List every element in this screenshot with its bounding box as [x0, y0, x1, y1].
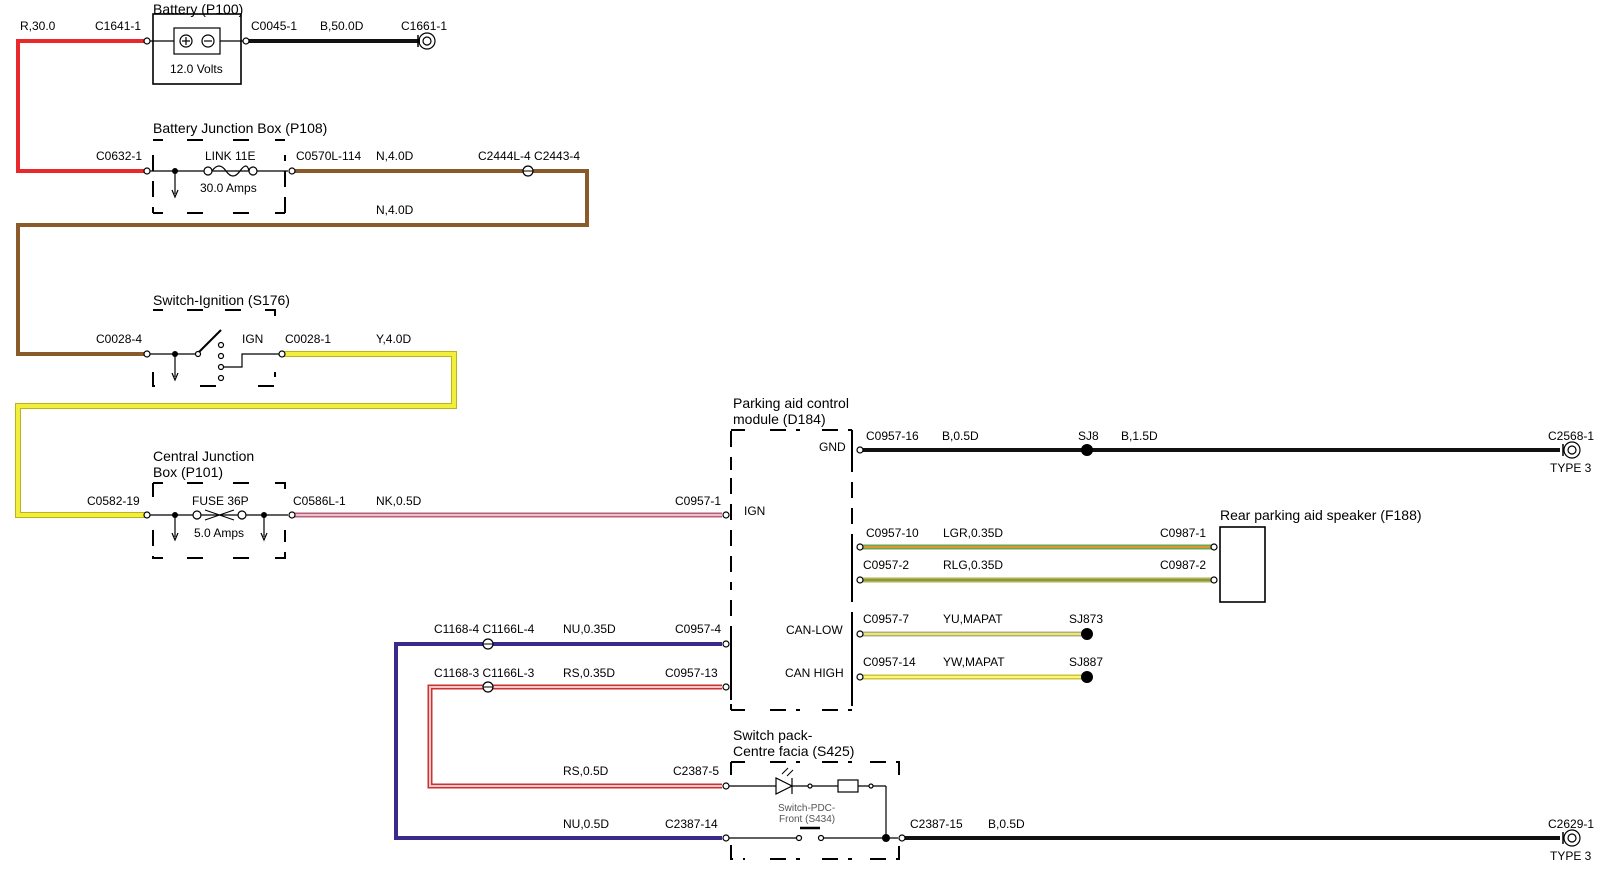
wire-nu05 — [394, 642, 722, 840]
wire-label-nu035: NU,0.35D — [563, 622, 616, 636]
splice-sj873 — [1081, 628, 1093, 640]
conn-c1168-4: C1168-4 C1166L-4 — [434, 622, 535, 636]
ground-c2629-icon — [1563, 829, 1581, 847]
conn-c1641: C1641-1 — [95, 19, 141, 33]
switchpack-box — [730, 761, 900, 860]
conn-c0957-16: C0957-16 — [866, 429, 919, 443]
conn-c0957-7: C0957-7 — [863, 612, 909, 626]
ignition-switch-icon — [198, 329, 222, 353]
ignition-title: Switch-Ignition (S176) — [153, 292, 290, 308]
cjb-title-2: Box (P101) — [153, 464, 223, 480]
wire-yellow-4 — [16, 352, 456, 517]
led-icon — [775, 777, 794, 795]
wire-label-y4: Y,4.0D — [376, 332, 411, 346]
conn-c0987-2: C0987-2 — [1160, 558, 1206, 572]
ground-terminal-icon — [418, 32, 436, 50]
conn-c0957-13: C0957-13 — [665, 666, 718, 680]
conn-c2629: C2629-1 — [1548, 817, 1594, 831]
splice-sj887-label: SJ887 — [1069, 655, 1103, 669]
wire-label-b50: B,50.0D — [320, 19, 364, 33]
link-fuse-icon — [211, 165, 250, 177]
splice-sj873-label: SJ873 — [1069, 612, 1103, 626]
wire-label-lgr: LGR,0.35D — [943, 526, 1003, 540]
pacm-title-1: Parking aid control — [733, 395, 849, 411]
wire-label-b15: B,1.5D — [1121, 429, 1158, 443]
conn-c0987-1: C0987-1 — [1160, 526, 1206, 540]
conn-c0582: C0582-19 — [87, 494, 140, 508]
conn-c0957-2: C0957-2 — [863, 558, 909, 572]
wire-label-n4a: N,4.0D — [376, 149, 414, 163]
ignition-pos: IGN — [242, 332, 263, 346]
speaker-box — [1219, 526, 1266, 603]
battery-title: Battery (P100) — [153, 1, 243, 17]
conn-c0028-4: C0028-4 — [96, 332, 142, 346]
wire-brown-4b — [16, 169, 589, 356]
pacm-gnd: GND — [819, 440, 846, 454]
ground-c2568-icon — [1563, 441, 1581, 459]
splice-sj887 — [1081, 671, 1093, 683]
bjb-box — [152, 139, 286, 214]
conn-c0957-10: C0957-10 — [866, 526, 919, 540]
wire-red-30 — [16, 39, 145, 173]
cjb-box — [152, 482, 286, 559]
pacm-can-low: CAN-LOW — [786, 623, 843, 637]
wire-yellow-4-outline — [15, 351, 457, 518]
speaker-title: Rear parking aid speaker (F188) — [1220, 507, 1422, 523]
conn-c0028-1: C0028-1 — [285, 332, 331, 346]
pacm-ign: IGN — [744, 504, 765, 518]
conn-c2387-5: C2387-5 — [673, 764, 719, 778]
wire-label-b05a: B,0.5D — [942, 429, 979, 443]
wire-label-b05b: B,0.5D — [988, 817, 1025, 831]
cjb-title-1: Central Junction — [153, 448, 254, 464]
pacm-title-2: module (D184) — [733, 411, 826, 427]
switchpack-title-2: Centre facia (S425) — [733, 743, 854, 759]
conn-c1661: C1661-1 — [401, 19, 447, 33]
bjb-rating: 30.0 Amps — [200, 181, 257, 195]
bjb-title: Battery Junction Box (P108) — [153, 120, 327, 136]
conn-type3b: TYPE 3 — [1550, 849, 1592, 863]
bjb-link: LINK 11E — [205, 149, 255, 163]
fuse-icon — [201, 509, 238, 521]
wire-label-rlg: RLG,0.35D — [943, 558, 1003, 572]
conn-type3a: TYPE 3 — [1550, 461, 1592, 475]
splice-sj8-label: SJ8 — [1078, 429, 1099, 443]
conn-c1168-3: C1168-3 C1166L-3 — [434, 666, 535, 680]
wire-label-n4b: N,4.0D — [376, 203, 414, 217]
wire-label-nk05: NK,0.5D — [376, 494, 422, 508]
battery-box — [152, 13, 242, 85]
resistor-icon — [837, 779, 859, 793]
ignition-box — [152, 309, 276, 387]
wire-label-yu: YU,MAPAT — [943, 612, 1003, 626]
conn-c0632: C0632-1 — [96, 149, 142, 163]
wire-label-rs035: RS,0.35D — [563, 666, 615, 680]
pacm-can-high: CAN HIGH — [785, 666, 844, 680]
wire-label-yw: YW,MAPAT — [943, 655, 1005, 669]
wire-label-nu05: NU,0.5D — [563, 817, 609, 831]
wire-rs05 — [429, 686, 722, 787]
wire-label-rs05: RS,0.5D — [563, 764, 609, 778]
conn-c2444: C2444L-4 C2443-4 — [478, 149, 580, 163]
splice-sj8 — [1081, 444, 1093, 456]
conn-c0570: C0570L-114 — [296, 149, 361, 163]
conn-c0957-14: C0957-14 — [863, 655, 916, 669]
battery-rating: 12.0 Volts — [170, 62, 223, 76]
cjb-rating: 5.0 Amps — [194, 526, 244, 540]
conn-c0957-4: C0957-4 — [675, 622, 721, 636]
conn-c0957-1: C0957-1 — [675, 494, 721, 508]
conn-c2387-15: C2387-15 — [910, 817, 963, 831]
conn-c2568: C2568-1 — [1548, 429, 1594, 443]
wire-label-r30: R,30.0 — [20, 19, 56, 33]
cjb-fuse: FUSE 36P — [192, 494, 249, 508]
switchpack-title-1: Switch pack- — [733, 727, 813, 743]
switchpack-sw-1: Switch-PDC- — [778, 803, 835, 814]
conn-c0045: C0045-1 — [251, 19, 297, 33]
conn-c0586: C0586L-1 — [293, 494, 346, 508]
conn-c2387-14: C2387-14 — [665, 817, 718, 831]
switchpack-sw-2: Front (S434) — [779, 814, 835, 825]
